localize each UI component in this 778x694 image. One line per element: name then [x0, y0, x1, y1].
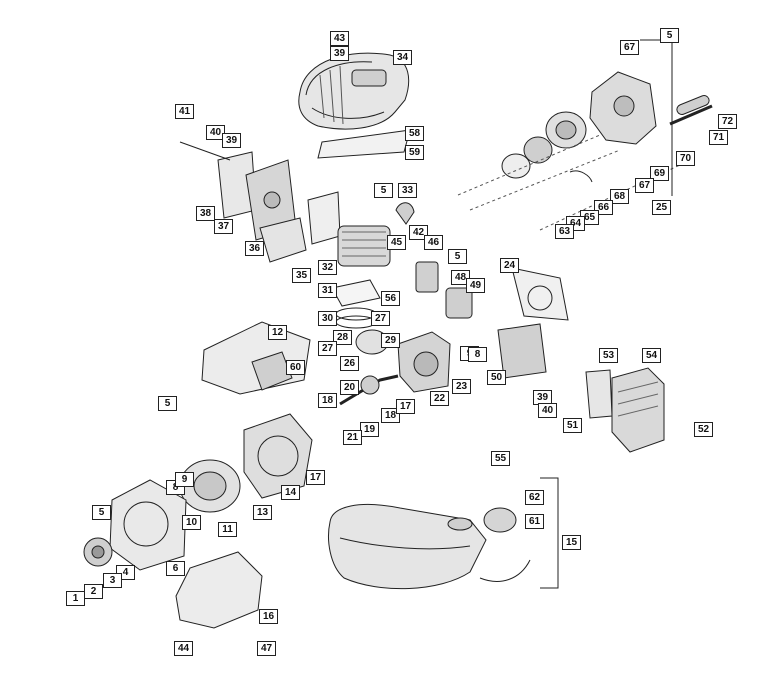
callout-39: 39 — [222, 133, 241, 148]
callout-23: 23 — [452, 379, 471, 394]
callout-60: 60 — [286, 360, 305, 375]
callout-41: 41 — [175, 104, 194, 119]
callout-55: 55 — [491, 451, 510, 466]
callout-18: 18 — [318, 393, 337, 408]
callout-5: 5 — [158, 396, 177, 411]
callout-61: 61 — [525, 514, 544, 529]
callout-36: 36 — [245, 241, 264, 256]
callout-69: 69 — [650, 166, 669, 181]
callout-25: 25 — [652, 200, 671, 215]
callout-10: 10 — [182, 515, 201, 530]
callout-35: 35 — [292, 268, 311, 283]
callout-40: 40 — [538, 403, 557, 418]
callout-18: 18 — [381, 408, 400, 423]
callout-40: 40 — [206, 125, 225, 140]
callout-17: 17 — [306, 470, 325, 485]
callout-62: 62 — [525, 490, 544, 505]
callout-44: 44 — [174, 641, 193, 656]
callout-37: 37 — [214, 219, 233, 234]
callout-63: 63 — [555, 224, 574, 239]
callout-67: 67 — [620, 40, 639, 55]
callout-3: 3 — [103, 573, 122, 588]
callout-54: 54 — [642, 348, 661, 363]
callout-39: 39 — [330, 46, 349, 61]
callout-50: 50 — [487, 370, 506, 385]
fuel-tank-part — [328, 503, 487, 590]
callout-70: 70 — [676, 151, 695, 166]
callout-5: 5 — [374, 183, 393, 198]
callout-38: 38 — [196, 206, 215, 221]
callout-31: 31 — [318, 283, 337, 298]
callout-42: 42 — [409, 225, 428, 240]
callout-68: 68 — [610, 189, 629, 204]
callout-9: 9 — [175, 472, 194, 487]
air-filter-cover-part — [611, 367, 665, 453]
callout-15: 15 — [562, 535, 581, 550]
callout-17: 17 — [396, 399, 415, 414]
callout-45: 45 — [387, 235, 406, 250]
callout-72: 72 — [718, 114, 737, 129]
callout-27: 27 — [371, 311, 390, 326]
callout-24: 24 — [500, 258, 519, 273]
callout-11: 11 — [218, 522, 237, 537]
callout-20: 20 — [340, 380, 359, 395]
callout-46: 46 — [424, 235, 443, 250]
callout-26: 26 — [340, 356, 359, 371]
callout-48: 48 — [451, 270, 470, 285]
callout-22: 22 — [430, 391, 449, 406]
callout-14: 14 — [281, 485, 300, 500]
callout-47: 47 — [257, 641, 276, 656]
callout-13: 13 — [253, 505, 272, 520]
callout-27: 27 — [318, 341, 337, 356]
callout-6: 6 — [166, 561, 185, 576]
callout-52: 52 — [694, 422, 713, 437]
callout-12: 12 — [268, 325, 287, 340]
callout-32: 32 — [318, 260, 337, 275]
callout-58: 58 — [405, 126, 424, 141]
callout-43: 43 — [330, 31, 349, 46]
callout-28: 28 — [333, 330, 352, 345]
callout-8: 8 — [468, 347, 487, 362]
callout-21: 21 — [343, 430, 362, 445]
callout-2: 2 — [84, 584, 103, 599]
callout-5: 5 — [660, 28, 679, 43]
callout-16: 16 — [259, 609, 278, 624]
callout-53: 53 — [599, 348, 618, 363]
callout-49: 49 — [466, 278, 485, 293]
callout-1: 1 — [66, 591, 85, 606]
callout-5: 5 — [448, 249, 467, 264]
callout-5: 5 — [92, 505, 111, 520]
callout-33: 33 — [398, 183, 417, 198]
callout-51: 51 — [563, 418, 582, 433]
callout-59: 59 — [405, 145, 424, 160]
callout-34: 34 — [393, 50, 412, 65]
callout-30: 30 — [318, 311, 337, 326]
callout-4: 4 — [116, 565, 135, 580]
callout-56: 56 — [381, 291, 400, 306]
callout-67: 67 — [635, 178, 654, 193]
callout-29: 29 — [381, 333, 400, 348]
callout-19: 19 — [360, 422, 379, 437]
callout-71: 71 — [709, 130, 728, 145]
